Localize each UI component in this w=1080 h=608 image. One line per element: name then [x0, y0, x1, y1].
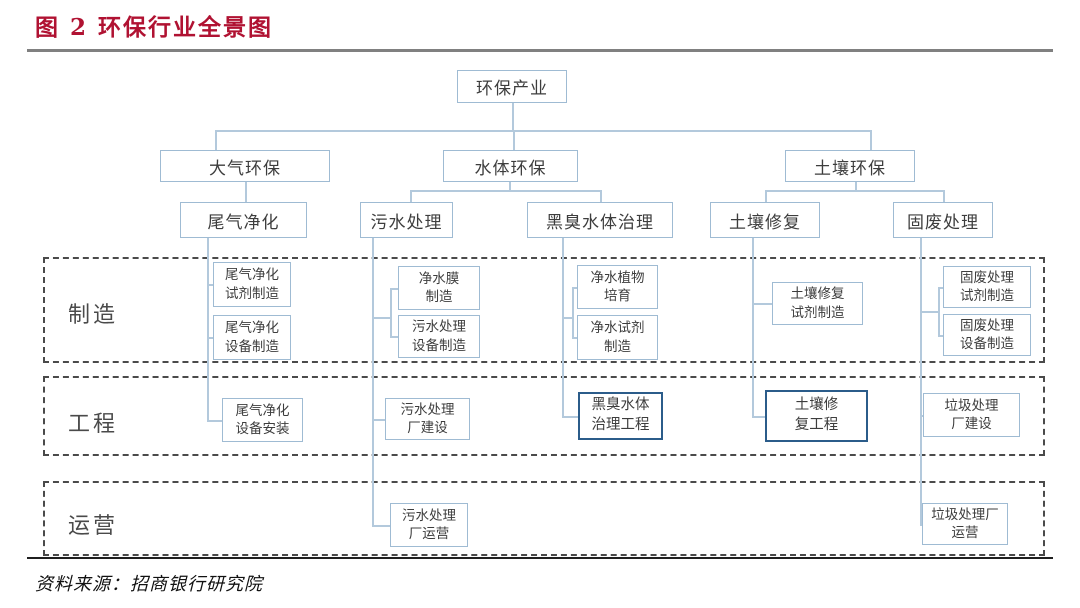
connector — [938, 335, 943, 337]
connector — [600, 190, 602, 202]
connector — [938, 287, 940, 335]
connector — [215, 130, 217, 150]
connector — [207, 238, 209, 421]
leaf-water-membrane-mfg: 净水膜 制造 — [398, 266, 480, 310]
leaf-exhaust-equipment-mfg: 尾气净化 设备制造 — [213, 315, 291, 360]
connector — [372, 419, 385, 421]
connector — [562, 238, 564, 417]
connector — [390, 288, 392, 337]
connector — [372, 525, 390, 527]
connector — [562, 416, 578, 418]
leaf-solid-waste-equipment-mfg: 固废处理 设备制造 — [943, 314, 1031, 356]
connector — [410, 190, 600, 192]
connector — [920, 524, 922, 526]
connector — [855, 182, 857, 190]
connector — [410, 190, 412, 202]
node-air-protection: 大气环保 — [160, 150, 330, 182]
leaf-sewage-plant-operation: 污水处理 厂运营 — [390, 503, 468, 547]
connector — [870, 130, 872, 150]
connector — [513, 130, 515, 150]
connector — [390, 336, 398, 338]
section-engineering — [43, 376, 1045, 456]
leaf-sewage-plant-construction: 污水处理 厂建设 — [385, 398, 470, 440]
leaf-solid-waste-reagent-mfg: 固废处理 试剂制造 — [943, 266, 1031, 308]
node-solid-waste-treatment: 固废处理 — [893, 202, 993, 238]
node-soil-protection: 土壤环保 — [785, 150, 915, 182]
row-label-engineering: 工程 — [68, 412, 119, 437]
connector — [920, 415, 923, 417]
connector — [512, 103, 514, 130]
leaf-water-plant-cultivation: 净水植物 培育 — [577, 265, 658, 309]
connector — [572, 337, 577, 339]
section-operations — [43, 481, 1045, 556]
footer-rule — [27, 557, 1053, 559]
connector — [215, 130, 870, 132]
node-exhaust-purification: 尾气净化 — [180, 202, 307, 238]
connector — [920, 238, 922, 525]
leaf-soil-repair-reagent-mfg: 土壤修复 试剂制造 — [772, 282, 863, 325]
connector — [390, 288, 398, 290]
connector — [207, 337, 213, 339]
connector — [752, 303, 772, 305]
connector — [509, 182, 511, 190]
connector — [572, 287, 574, 337]
leaf-exhaust-reagent-mfg: 尾气净化 试剂制造 — [213, 262, 291, 307]
connector — [207, 284, 213, 286]
leaf-sewage-equipment-mfg: 污水处理 设备制造 — [398, 315, 480, 358]
connector — [752, 238, 754, 417]
leaf-garbage-plant-operation: 垃圾处理厂 运营 — [922, 503, 1008, 545]
node-black-water-treatment: 黑臭水体治理 — [527, 202, 673, 238]
leaf-black-water-treatment-project: 黑臭水体 治理工程 — [578, 392, 663, 440]
connector — [943, 190, 945, 202]
connector — [920, 311, 938, 313]
connector — [372, 238, 374, 526]
row-label-manufacturing: 制造 — [68, 303, 119, 328]
node-water-protection: 水体环保 — [443, 150, 578, 182]
leaf-water-reagent-mfg: 净水试剂 制造 — [577, 315, 658, 360]
connector — [765, 190, 767, 202]
connector — [207, 420, 222, 422]
leaf-exhaust-equipment-install: 尾气净化 设备安装 — [222, 398, 303, 442]
leaf-soil-repair-project: 土壤修 复工程 — [765, 390, 868, 442]
section-manufacturing — [43, 257, 1045, 363]
connector — [938, 287, 943, 289]
node-sewage-treatment: 污水处理 — [360, 202, 453, 238]
figure-title: 图 2 环保行业全景图 — [35, 14, 274, 41]
connector — [572, 287, 577, 289]
leaf-garbage-plant-construction: 垃圾处理 厂建设 — [923, 393, 1020, 437]
connector — [765, 190, 943, 192]
header-rule — [27, 49, 1053, 52]
node-soil-repair: 土壤修复 — [710, 202, 820, 238]
connector — [562, 317, 572, 319]
row-label-operations: 运营 — [68, 514, 119, 539]
data-source-note: 资料来源：招商银行研究院 — [35, 574, 263, 595]
connector — [372, 317, 390, 319]
node-industry-root: 环保产业 — [457, 70, 567, 103]
connector — [752, 416, 765, 418]
connector — [245, 182, 247, 202]
